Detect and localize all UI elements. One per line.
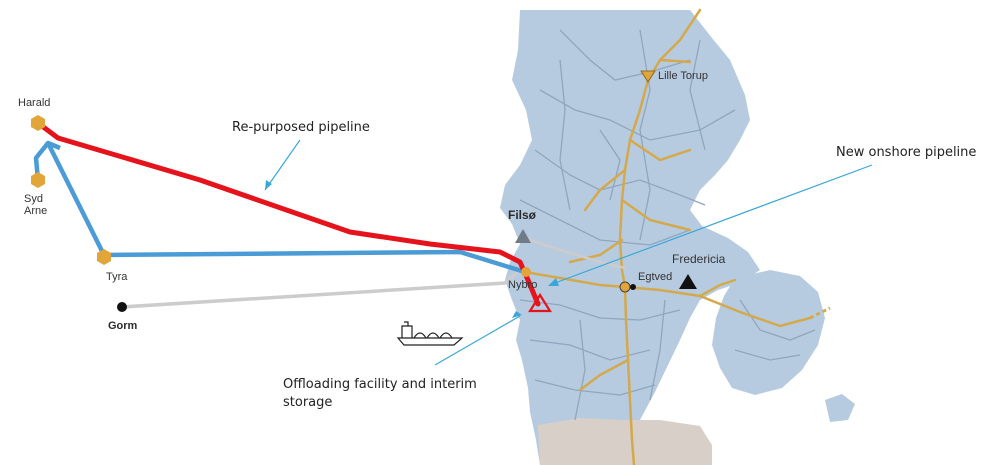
repurposed-arrowhead (265, 180, 272, 190)
repurposed-pipeline-annotation: Re-purposed pipeline (232, 120, 370, 135)
nybro-node (521, 267, 531, 277)
offloading-arrowhead (512, 311, 522, 318)
lng-ship-icon (396, 321, 464, 346)
repurposed-callout-line (264, 139, 301, 191)
region-borders (519, 29, 816, 421)
jutland-land (500, 10, 760, 465)
filso-connection (519, 235, 626, 270)
callout-arrows (264, 139, 873, 366)
fredericia-label: Fredericia (672, 252, 726, 266)
gas-grid (523, 8, 812, 465)
egtved-label: Egtved (638, 271, 673, 283)
lille-torup-inverted-triangle-icon (640, 70, 656, 83)
gas-grid-dashed (809, 306, 831, 320)
filso-label: Filsø (508, 208, 537, 222)
offloading-callout-line (434, 315, 521, 366)
gorm-node (117, 302, 127, 312)
offshore-nodes (31, 115, 636, 312)
small-island (825, 394, 855, 422)
harald-node (31, 115, 45, 131)
filso-triangle-icon (515, 229, 531, 243)
syd-arne-node (31, 172, 45, 188)
nybro-label: Nybro (508, 279, 538, 291)
lille-torup-label: Lille Torup (658, 70, 708, 82)
egtved-node (619, 281, 631, 293)
land-layer (500, 10, 855, 465)
new-onshore-arrowhead (548, 278, 559, 286)
new-onshore-pipeline-annotation: New onshore pipeline (836, 145, 977, 160)
harald-label: Harald (18, 97, 51, 109)
egtved-dot (630, 284, 636, 290)
germany-land (538, 418, 712, 465)
gorm-label: Gorm (108, 320, 138, 332)
blue-pipeline (33, 140, 526, 275)
blue-pipeline-syd-arne-branch (47, 140, 61, 151)
tyra-node (97, 249, 111, 265)
fredericia-triangle-icon (679, 274, 697, 289)
nybro-triangle-outline-icon (528, 292, 552, 313)
tyra-label: Tyra (106, 271, 128, 283)
syd-arne-label: Syd Arne (24, 193, 48, 217)
callout-arrowheads (265, 180, 559, 318)
gorm-pipeline (121, 268, 522, 309)
offloading-facility-annotation: Offloading facility and interim storage (283, 377, 477, 410)
new-onshore-callout-line (554, 164, 873, 284)
